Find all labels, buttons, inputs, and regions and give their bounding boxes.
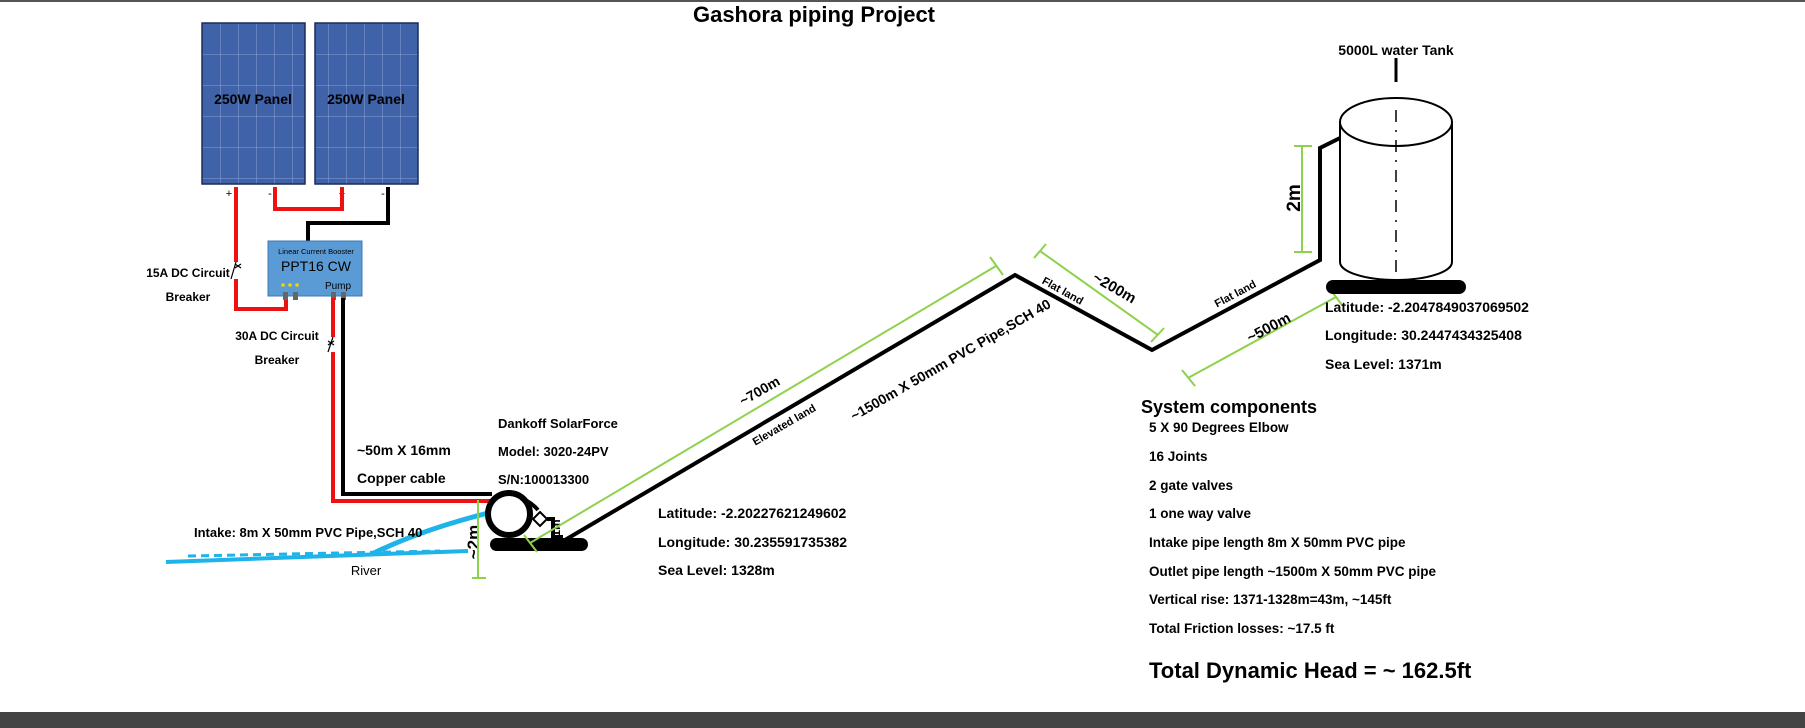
component-item: Intake pipe length 8m X 50mm PVC pipe [1149,535,1406,550]
distance-700m: ~700m [736,373,782,409]
water-tank [1326,58,1466,294]
breaker-15a-symbol [230,261,242,280]
tank-sea-level: Sea Level: 1371m [1325,356,1442,372]
river-label: River [351,563,382,578]
intake-label: Intake: 8m X 50mm PVC Pipe,SCH 40 [194,525,422,540]
component-item: Vertical rise: 1371-1328m=43m, ~145ft [1149,592,1392,607]
depth-label: ~2m [464,525,483,560]
panel-1-plus: + [226,188,232,200]
main-pipe [563,136,1341,542]
component-item: Total Friction losses: ~17.5 ft [1149,621,1335,636]
panel-1-label: 250W Panel [214,91,292,107]
river [165,549,469,564]
component-item: 16 Joints [1149,449,1208,464]
panel-2-minus: - [381,188,385,200]
tank-height-label: 2m [1284,184,1305,211]
booster-line2: PPT16 CW [281,258,352,274]
intake-pipe [370,509,493,557]
solar-panel-2: 250W Panel + - [314,22,419,200]
pump [485,490,588,551]
component-item: Outlet pipe length ~1500m X 50mm PVC pip… [1149,564,1436,579]
depth-dimension [472,500,486,579]
distance-500m: ~500m [1244,309,1294,346]
pump-model: Model: 3020-24PV [498,444,609,459]
page-title: Gashora piping Project [693,2,936,27]
top-border [0,0,1805,2]
component-item: 5 X 90 Degrees Elbow [1149,420,1289,435]
low-point-sea-level: Sea Level: 1328m [658,562,775,578]
pump-wiring [331,298,492,503]
breaker-15a-line1: 15A DC Circuit [146,266,230,280]
component-item: 1 one way valve [1149,506,1252,521]
distance-200m: ~200m [1090,269,1139,307]
pump-serial: S/N:100013300 [498,472,589,487]
breaker-15a-line2: Breaker [166,290,211,304]
booster-pump-label: Pump [325,281,352,292]
bottom-border [0,712,1805,728]
low-point-longitude: Longitude: 30.235591735382 [658,534,847,550]
panel-1-minus: - [268,188,272,200]
breaker-30a-line1: 30A DC Circuit [235,329,319,343]
solar-panel-1: 250W Panel + - [201,22,306,200]
components-heading: System components [1141,397,1317,417]
low-point-latitude: Latitude: -2.20227621249602 [658,505,847,521]
panel-2-label: 250W Panel [327,91,405,107]
total-dynamic-head: Total Dynamic Head = ~ 162.5ft [1149,658,1472,683]
tank-label: 5000L water Tank [1338,42,1454,58]
current-booster: Linear Current Booster PPT16 CW Pump [267,240,363,300]
breaker-30a-line2: Breaker [255,353,300,367]
tank-latitude: Latitude: -2.2047849037069502 [1325,299,1529,315]
breaker-30a-symbol [327,336,335,353]
cable-line2: Copper cable [357,470,446,486]
booster-line1: Linear Current Booster [278,247,354,256]
tank-longitude: Longitude: 30.2447434325408 [1325,327,1522,343]
piping-diagram: Gashora piping Project 250W Panel + - 25… [146,2,1529,683]
component-item: 2 gate valves [1149,478,1233,493]
dimension-lines [523,145,1343,553]
cable-line1: ~50m X 16mm [357,442,451,458]
pump-brand: Dankoff SolarForce [498,416,618,431]
